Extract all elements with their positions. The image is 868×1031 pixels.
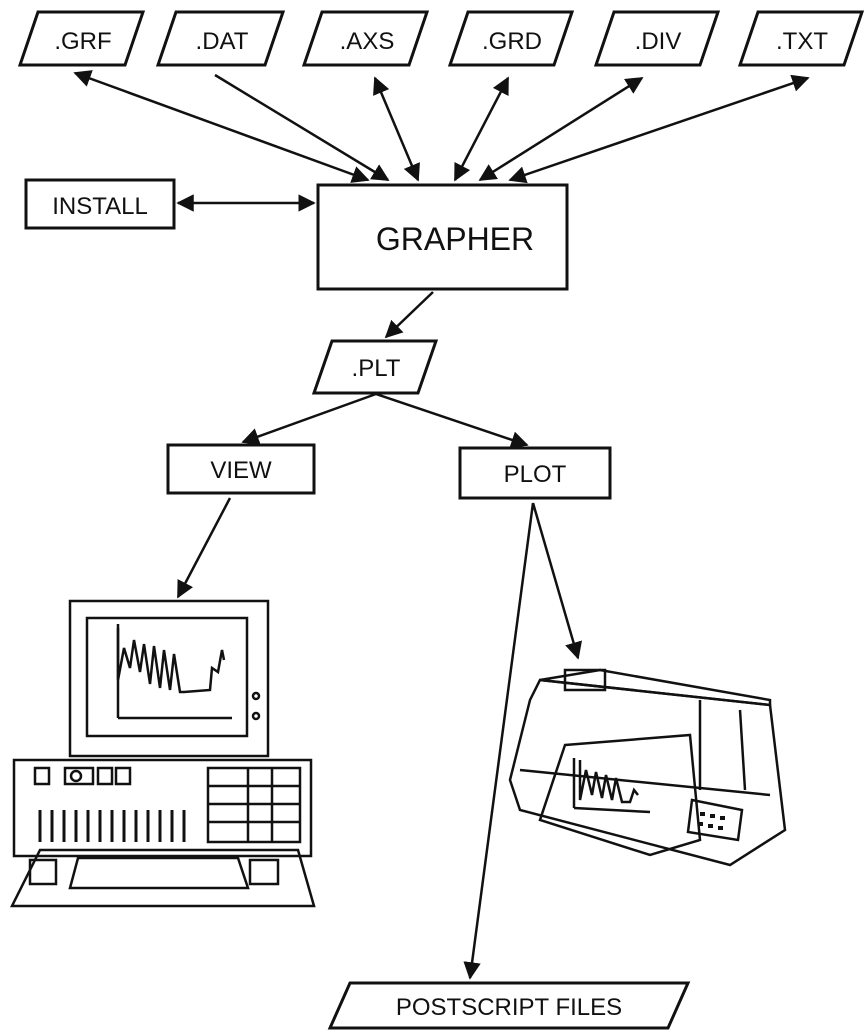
arrows	[73, 70, 810, 980]
paper-waveform	[578, 760, 639, 804]
file-label-dat: .DAT	[196, 28, 249, 55]
file-node-axs: .AXS	[301, 10, 430, 67]
paper-axis-x	[573, 806, 651, 814]
arrow-grapher-plt	[384, 291, 434, 339]
file-label-axs: .AXS	[340, 28, 395, 55]
plt-label: .PLT	[352, 355, 401, 382]
arrow-dat-grapher	[214, 73, 390, 182]
install-label: INSTALL	[52, 193, 148, 220]
file-label-txt: .TXT	[776, 28, 828, 55]
plotter-illustration	[508, 668, 787, 867]
power-button	[33, 766, 51, 786]
arrow-plot-postscript	[463, 502, 535, 980]
computer-monitor	[68, 599, 270, 758]
grapher-label: GRAPHER	[376, 221, 534, 257]
computer-base-unit	[12, 758, 313, 858]
plt-node: .PLT	[311, 339, 439, 395]
file-label-grf: .GRF	[54, 28, 111, 55]
keyboard	[9, 848, 316, 908]
keyboard-left-keys	[28, 858, 58, 886]
file-node-txt: .TXT	[737, 10, 865, 67]
file-node-dat: .DAT	[155, 10, 286, 67]
control-buttons	[698, 812, 725, 830]
postscript-node: POSTSCRIPT FILES	[327, 981, 691, 1030]
view-label: VIEW	[210, 457, 272, 484]
drive-slot-2	[96, 766, 114, 786]
computer-illustration	[9, 599, 316, 908]
plotter-feed	[563, 668, 607, 692]
keyboard-keys	[68, 856, 250, 890]
postscript-label: POSTSCRIPT FILES	[396, 994, 622, 1021]
arrow-div-grapher	[478, 76, 644, 182]
view-node: VIEW	[166, 443, 316, 495]
plotter-body	[508, 678, 787, 867]
arrow-plot-plotter	[531, 502, 583, 660]
plotter-control-panel	[686, 798, 744, 842]
file-label-grd: .GRD	[482, 28, 542, 55]
file-label-div: .DIV	[635, 28, 682, 55]
arrow-grd-grapher	[453, 76, 510, 182]
install-node: INSTALL	[24, 178, 176, 230]
arrow-txt-grapher	[508, 74, 810, 184]
arrow-plt-plot	[375, 392, 529, 449]
monitor-knob-1	[251, 691, 261, 701]
file-node-grd: .GRD	[447, 10, 575, 67]
monitor-knob-2	[251, 711, 261, 721]
computer-screen	[85, 616, 249, 738]
arrow-grf-grapher	[73, 70, 370, 183]
vent-lines	[38, 810, 186, 842]
drive-slot-3	[114, 766, 132, 786]
drive-indicator	[69, 769, 83, 783]
arrow-view-computer	[176, 497, 232, 599]
plot-label: PLOT	[504, 461, 567, 488]
plot-node: PLOT	[458, 446, 612, 500]
keyboard-right-keys	[248, 858, 280, 886]
file-node-grf: .GRF	[17, 10, 146, 67]
drive-slot-1	[63, 766, 95, 786]
file-node-div: .DIV	[593, 10, 721, 67]
grapher-node: GRAPHER	[316, 183, 569, 291]
arrow-axs-grapher	[373, 76, 420, 182]
plotter-paper	[538, 733, 702, 857]
plotter-rail	[519, 768, 771, 797]
plotter-top	[539, 668, 772, 707]
screen-waveform	[116, 628, 226, 694]
arrow-plt-view	[241, 392, 377, 445]
